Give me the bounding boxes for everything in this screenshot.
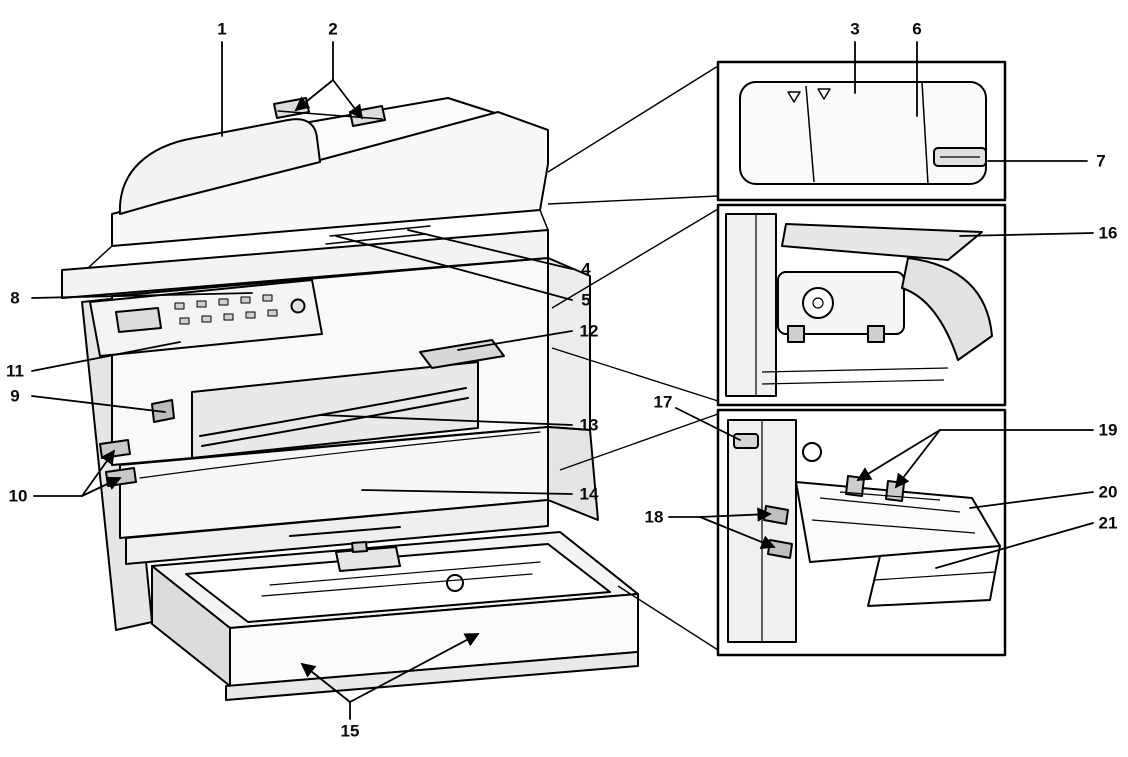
fusing-roller-axle bbox=[812, 297, 824, 309]
paper-output-opening bbox=[191, 361, 479, 459]
tray-rear-paper-guide bbox=[335, 546, 401, 572]
adf-top-cover bbox=[739, 81, 987, 185]
original-exit-slot-top bbox=[329, 225, 431, 237]
leader-17 bbox=[675, 407, 741, 441]
guide-slot bbox=[839, 491, 941, 501]
leader-18 bbox=[668, 507, 776, 549]
tray-interior-ridge-2 bbox=[261, 573, 533, 597]
pressure-lever-lower bbox=[767, 539, 793, 559]
machine-body-edge bbox=[725, 213, 777, 397]
callout-17: 17 bbox=[653, 392, 673, 412]
open-side-cover bbox=[901, 257, 993, 361]
fusing-unit-paper-guide bbox=[781, 223, 983, 261]
callout-8: 8 bbox=[10, 288, 20, 308]
callout-18: 18 bbox=[644, 507, 664, 527]
callout-3: 3 bbox=[850, 19, 860, 39]
callout-13: 13 bbox=[579, 415, 599, 435]
fusing-lever-right bbox=[867, 325, 885, 343]
output-tray-paper-line bbox=[199, 387, 467, 437]
top-cover-divider bbox=[921, 81, 929, 185]
front-cover-seam bbox=[139, 431, 541, 479]
original-guide-left bbox=[273, 97, 310, 119]
alignment-mark-left bbox=[787, 91, 801, 103]
callout-19: 19 bbox=[1098, 420, 1118, 440]
side-cover-handle bbox=[733, 433, 759, 449]
transport-line-2 bbox=[761, 379, 945, 385]
platen-left-edge bbox=[87, 245, 113, 269]
leader-15 bbox=[300, 633, 480, 720]
output-tray-extension bbox=[419, 339, 505, 369]
leader-13 bbox=[319, 414, 573, 426]
callout-5: 5 bbox=[581, 290, 591, 310]
leader-10 bbox=[33, 449, 122, 497]
adf-body bbox=[111, 111, 549, 247]
leader-16 bbox=[959, 232, 1094, 237]
fusing-lever-left bbox=[787, 325, 805, 343]
leader-21 bbox=[935, 522, 1094, 569]
tray-finger-hole bbox=[446, 574, 464, 592]
callout-1: 1 bbox=[217, 19, 227, 39]
leader-9 bbox=[31, 395, 166, 413]
callout-14: 14 bbox=[579, 484, 599, 504]
scanner-front-panel bbox=[61, 229, 549, 299]
cabinet-base bbox=[225, 651, 639, 701]
callout-7: 7 bbox=[1096, 151, 1106, 171]
output-tray-surface bbox=[201, 397, 469, 447]
leader-12 bbox=[457, 330, 573, 351]
callout-15: 15 bbox=[340, 721, 360, 741]
right-side-panel bbox=[547, 257, 591, 431]
platen-right-edge bbox=[539, 209, 549, 231]
callout-21: 21 bbox=[1098, 513, 1118, 533]
leader-8 bbox=[31, 292, 253, 299]
carry-handle-upper bbox=[99, 439, 131, 459]
fusing-unit bbox=[777, 271, 905, 335]
callout-leader-lines bbox=[31, 41, 1094, 720]
leader-2 bbox=[294, 41, 364, 120]
leader-11 bbox=[31, 341, 181, 372]
callout-20: 20 bbox=[1098, 482, 1118, 502]
callout-4: 4 bbox=[581, 259, 591, 279]
printer-main-unit bbox=[61, 97, 639, 701]
paper-tray-1-handle bbox=[289, 526, 401, 537]
transport-line-1 bbox=[761, 367, 949, 373]
feed-roller bbox=[802, 442, 822, 462]
alignment-mark-right bbox=[817, 88, 831, 100]
inset-bypass-tray bbox=[716, 408, 1007, 657]
leader-20 bbox=[969, 491, 1094, 509]
callout-6: 6 bbox=[912, 19, 922, 39]
bypass-surface-line-2 bbox=[811, 519, 976, 534]
leader-14 bbox=[361, 489, 573, 495]
leader-19 bbox=[856, 429, 1094, 489]
paper-tray-2-interior bbox=[185, 543, 611, 623]
feeding-roller-cover-divider bbox=[805, 85, 815, 183]
callout-11: 11 bbox=[6, 361, 24, 381]
callout-10: 10 bbox=[8, 486, 28, 506]
document-feeding-cover bbox=[118, 118, 321, 215]
callout-2: 2 bbox=[328, 19, 338, 39]
extension-fold-line bbox=[874, 571, 996, 581]
leader-4 bbox=[407, 229, 573, 270]
callout-16: 16 bbox=[1098, 223, 1118, 243]
tray-interior-ridge-1 bbox=[269, 561, 541, 586]
inset-fuser bbox=[716, 203, 1007, 407]
inset-adf-top bbox=[716, 60, 1007, 202]
leader-5 bbox=[335, 235, 573, 301]
start-button bbox=[290, 298, 306, 314]
bypass-paper-guide-right bbox=[885, 480, 905, 502]
zoom-connector-lines bbox=[547, 65, 719, 651]
panel-display bbox=[115, 307, 162, 333]
callout-12: 12 bbox=[579, 321, 599, 341]
panel-buttons bbox=[174, 294, 278, 325]
tray-guide-clip bbox=[351, 541, 368, 553]
bypass-surface-line-1 bbox=[819, 497, 961, 513]
right-side-panel-lower bbox=[547, 426, 599, 521]
guide-crossbar bbox=[277, 110, 383, 120]
callout-9: 9 bbox=[10, 386, 20, 406]
original-exit-slot-bottom bbox=[325, 233, 427, 245]
